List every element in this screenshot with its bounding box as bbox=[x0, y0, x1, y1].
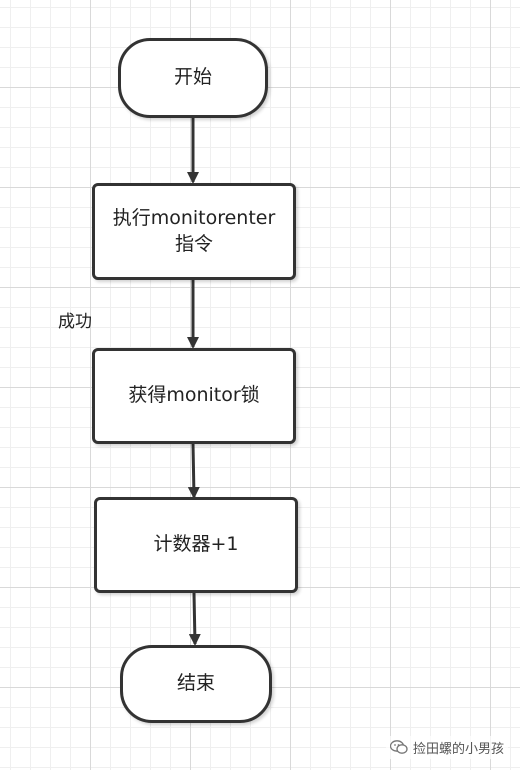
exec-label-line2: 指令 bbox=[174, 232, 213, 255]
counter-label: 计数器+1 bbox=[153, 533, 239, 556]
acquire-monitor-node: 获得monitor锁 bbox=[92, 348, 296, 444]
watermark-text: 捡田螺的小男孩 bbox=[413, 742, 505, 757]
exec-label-line1: 执行monitorenter bbox=[112, 206, 276, 229]
watermark: 捡田螺的小男孩 bbox=[386, 736, 509, 759]
acquire-label: 获得monitor锁 bbox=[128, 384, 260, 407]
start-label: 开始 bbox=[173, 66, 212, 89]
counter-increment-node: 计数器+1 bbox=[94, 497, 298, 593]
arrow-counter-to-end bbox=[188, 592, 201, 646]
arrow-acquire-to-counter bbox=[187, 443, 200, 499]
start-node: 开始 bbox=[118, 38, 268, 118]
wechat-icon bbox=[390, 740, 408, 754]
success-edge-label: 成功 bbox=[58, 312, 92, 332]
exec-monitorenter-node: 执行monitorenter 指令 bbox=[92, 183, 296, 280]
end-label: 结束 bbox=[176, 672, 215, 695]
end-node: 结束 bbox=[120, 645, 272, 723]
